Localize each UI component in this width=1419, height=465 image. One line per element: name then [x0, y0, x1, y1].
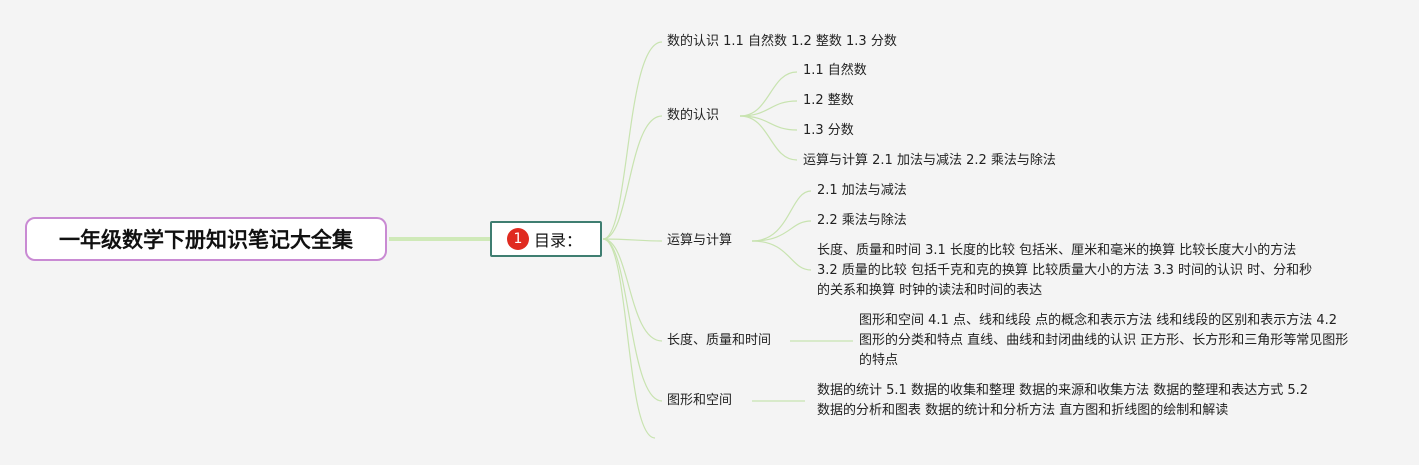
subtopic-integers[interactable]: 1.2 整数 [803, 93, 854, 108]
topic-shapes[interactable]: 图形和空间 [667, 393, 733, 408]
toc-topic[interactable]: 1 目录： [490, 221, 602, 257]
subtopic-measure-overview[interactable]: 长度、质量和时间 3.1 长度的比较 包括米、厘米和毫米的换算 比较长度大小的方… [817, 243, 1313, 298]
topic-measure[interactable]: 长度、质量和时间 [667, 333, 772, 348]
root-topic-label: 一年级数学下册知识笔记大全集 [59, 228, 353, 252]
topic-calc[interactable]: 运算与计算 [667, 233, 733, 248]
subtopic-statistics-overview[interactable]: 数据的统计 5.1 数据的收集和整理 数据的来源和收集方法 数据的整理和表达方式… [817, 383, 1309, 418]
toc-topic-label: 目录： [534, 231, 583, 250]
subtopic-add-subtract[interactable]: 2.1 加法与减法 [817, 183, 907, 198]
subtopic-natural-numbers[interactable]: 1.1 自然数 [803, 63, 867, 78]
subtopic-fractions[interactable]: 1.3 分数 [803, 123, 854, 138]
root-topic[interactable]: 一年级数学下册知识笔记大全集 [25, 217, 387, 261]
topic-summary[interactable]: 数的认识 1.1 自然数 1.2 整数 1.3 分数 [667, 34, 897, 49]
subtopic-multiply-divide[interactable]: 2.2 乘法与除法 [817, 213, 907, 228]
subtopic-shapes-overview[interactable]: 图形和空间 4.1 点、线和线段 点的概念和表示方法 线和线段的区别和表示方法 … [859, 313, 1349, 368]
subtopic-calc-overview[interactable]: 运算与计算 2.1 加法与减法 2.2 乘法与除法 [803, 153, 1056, 168]
priority-badge-icon: 1 [507, 228, 529, 250]
topic-numbers[interactable]: 数的认识 [667, 108, 720, 123]
